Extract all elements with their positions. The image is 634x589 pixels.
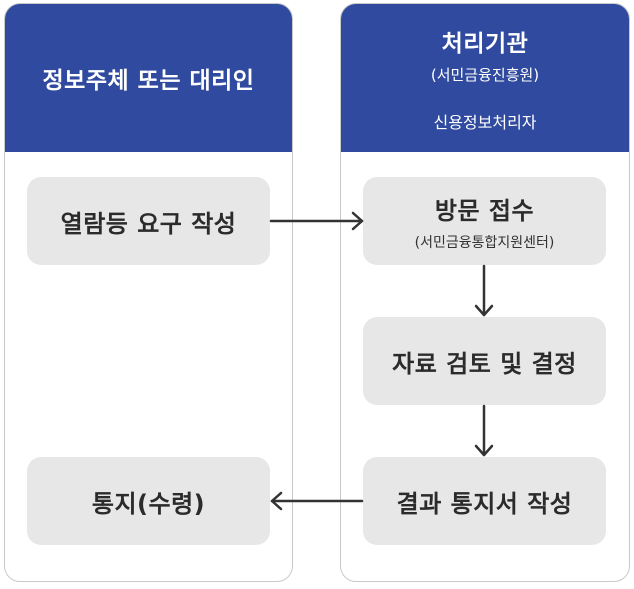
step-notification-receipt: 통지(수령) — [27, 457, 270, 545]
lane-title-processing-agency: 처리기관 — [441, 30, 529, 57]
lane-subtitle-credit-info-processor: 신용정보처리자 — [433, 112, 537, 132]
step-visit-label: 방문 접수 — [434, 196, 535, 225]
step-request-writing: 열람등 요구 작성 — [27, 177, 270, 265]
step-result-notice-writing: 결과 통지서 작성 — [363, 457, 606, 545]
lane-title-data-subject: 정보주체 또는 대리인 — [42, 68, 255, 94]
lane-header-processing-agency: 처리기관 (서민금융진흥원) 신용정보처리자 — [341, 4, 629, 152]
step-review-label: 자료 검토 및 결정 — [392, 349, 577, 378]
step-notice-label: 통지(수령) — [91, 489, 206, 518]
lane-header-data-subject: 정보주체 또는 대리인 — [5, 4, 292, 152]
step-visit-sub: (서민금융통합지원센터) — [414, 234, 555, 251]
step-result-label: 결과 통지서 작성 — [396, 489, 573, 518]
step-visit-receipt: 방문 접수 (서민금융통합지원센터) — [363, 177, 606, 265]
step-review-decision: 자료 검토 및 결정 — [363, 317, 606, 405]
step-request-label: 열람등 요구 작성 — [60, 209, 237, 238]
lane-subtitle-agency-name: (서민금융진흥원) — [430, 65, 540, 84]
